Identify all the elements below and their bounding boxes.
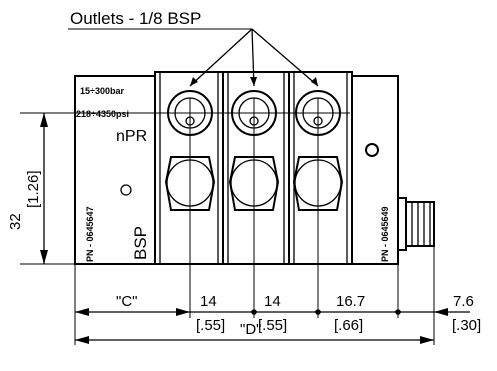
dim-14-a-inch-label: [.55] (196, 317, 225, 334)
dim-16-7-label: 16.7 (336, 293, 365, 310)
bsp-label: BSP (131, 226, 150, 260)
bottom-dimension-line (75, 308, 470, 316)
dim-14-b-label: 14 (264, 293, 281, 310)
dim-14-b-inch-label: [.55] (258, 317, 287, 334)
right-end-block (351, 75, 399, 265)
left-mounting-hole (120, 184, 132, 196)
dim-d-label: "D" (240, 321, 261, 338)
module-1 (154, 71, 224, 265)
extension-lines (74, 246, 435, 345)
dim-7-6-inch-label: [.30] (452, 317, 481, 334)
overall-dimension-line (75, 336, 434, 344)
left-part-number: PN - 0645647 (85, 206, 95, 262)
outlets-title: Outlets - 1/8 BSP (70, 9, 201, 28)
dim-16-7-inch-label: [.66] (334, 317, 363, 334)
right-indicator (365, 143, 379, 157)
height-inch-label: [1.26] (25, 170, 42, 208)
height-mm-label: 32 (7, 213, 24, 230)
centerlines (136, 98, 350, 318)
dim-c-label: "C" (116, 293, 137, 310)
pressure-psi-label: 218÷4350psi (76, 109, 129, 119)
height-dimension (20, 112, 138, 265)
right-part-number: PN - 0645649 (380, 206, 390, 262)
leader-arrows (189, 28, 319, 87)
block-code-label: nPR (116, 128, 147, 145)
dim-14-a-label: 14 (200, 293, 217, 310)
module-3 (288, 71, 353, 265)
side-connector (397, 197, 435, 251)
pressure-bar-label: 15÷300bar (80, 86, 124, 96)
dim-7-6-label: 7.6 (453, 293, 474, 310)
